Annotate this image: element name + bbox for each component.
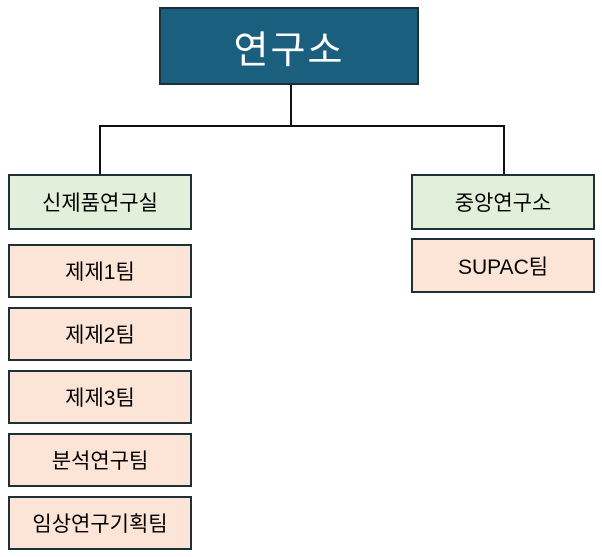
connector-root-stem <box>290 85 292 126</box>
org-node-root: 연구소 <box>159 7 419 85</box>
org-node-team: SUPAC팀 <box>411 238 595 293</box>
connector-drop-right <box>503 125 505 175</box>
org-node-team: 제제3팀 <box>8 370 192 424</box>
org-node-division-left: 신제품연구실 <box>8 174 192 230</box>
connector-drop-left <box>99 125 101 175</box>
org-node-team: 분석연구팀 <box>8 433 192 487</box>
connector-crossbar <box>99 125 505 127</box>
org-node-team: 제제2팀 <box>8 307 192 361</box>
org-node-team: 임상연구기획팀 <box>8 496 192 550</box>
org-node-division-right: 중앙연구소 <box>411 174 595 230</box>
org-node-team: 제제1팀 <box>8 244 192 298</box>
